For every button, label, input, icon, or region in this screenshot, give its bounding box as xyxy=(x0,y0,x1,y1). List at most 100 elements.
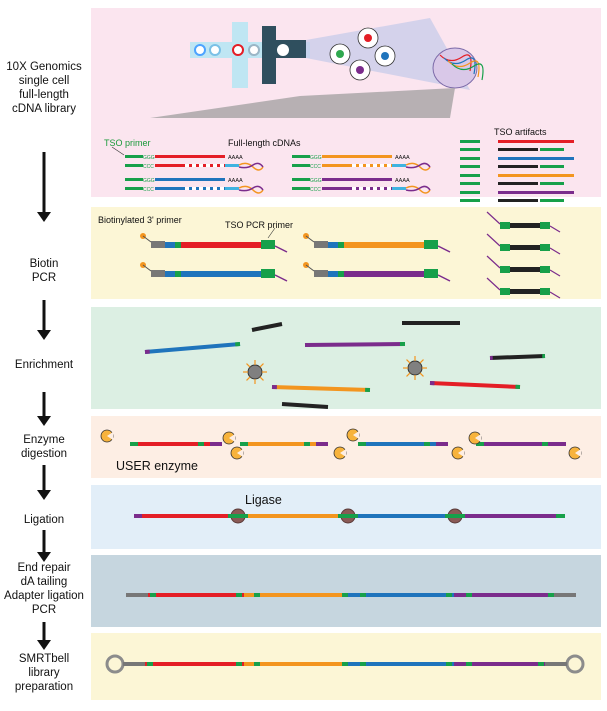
cell-nucleus xyxy=(364,34,372,42)
artifact-tso xyxy=(460,140,480,143)
adapter-end xyxy=(126,593,148,597)
step-label-enzyme-digestion: Enzyme digestion xyxy=(0,433,88,461)
fragment-end xyxy=(134,514,142,518)
strand-gap xyxy=(380,164,384,167)
ligated-fragment xyxy=(140,514,236,518)
adapter-end xyxy=(554,593,576,597)
polya-text: AAAA xyxy=(228,155,243,161)
strand-gap xyxy=(213,164,217,167)
polya-text: AAAA xyxy=(395,178,410,184)
artifact-tso xyxy=(540,165,564,168)
adapter-end xyxy=(545,662,567,666)
adapter-end xyxy=(123,662,145,666)
artifact-black xyxy=(510,245,540,250)
tso-block xyxy=(261,269,275,278)
strand-gap xyxy=(352,164,356,167)
strand-gap xyxy=(185,164,189,167)
panel-background xyxy=(91,555,601,627)
biotin-primer xyxy=(314,270,328,277)
junction-adapter xyxy=(445,514,465,518)
umi-block xyxy=(175,242,181,248)
ligase-label: Ligase xyxy=(245,493,282,507)
artifact-tso xyxy=(540,244,550,251)
artifact-tso xyxy=(540,288,550,295)
junction-adapter xyxy=(338,514,358,518)
artifact-tso xyxy=(460,174,480,177)
user-enzyme-label: USER enzyme xyxy=(116,459,198,473)
ggg-text: GGG xyxy=(143,155,155,161)
junction-marker xyxy=(360,662,366,666)
biotin-primer xyxy=(151,270,165,277)
junction-marker xyxy=(236,593,242,597)
artifact-tso xyxy=(500,288,510,295)
artifact-tso xyxy=(460,157,480,160)
strand-gap xyxy=(387,187,391,190)
artifact-tso xyxy=(460,165,480,168)
artifact-tso xyxy=(540,222,550,229)
fragment-end xyxy=(304,442,310,446)
strand-gap xyxy=(366,164,370,167)
ggg-text: GGG xyxy=(310,155,322,161)
tso-artifacts-label: TSO artifacts xyxy=(494,127,547,137)
cdna-insert xyxy=(322,155,392,158)
tso-complement xyxy=(125,187,143,190)
biotinylated-primer-label: Biotinylated 3' primer xyxy=(98,215,182,225)
strand-gap xyxy=(192,164,196,167)
fragment-end xyxy=(210,442,222,446)
artifact-black xyxy=(498,165,538,168)
strand-gap xyxy=(185,187,189,190)
channel-dark xyxy=(262,26,276,84)
cell-nucleus xyxy=(356,66,364,74)
fragment-end xyxy=(130,442,138,446)
tso-segment xyxy=(292,155,310,158)
junction-marker xyxy=(446,593,452,597)
junction-marker xyxy=(548,593,554,597)
junction-marker xyxy=(466,593,472,597)
bead-droplet xyxy=(278,45,288,55)
bead-droplet xyxy=(210,45,220,55)
ccc-text: CCC xyxy=(143,187,154,193)
junction-adapter xyxy=(228,514,248,518)
artifact-black xyxy=(510,289,540,294)
strand-gap xyxy=(387,164,391,167)
artifact-black xyxy=(498,148,538,151)
artifact-tso xyxy=(540,148,564,151)
junction-marker xyxy=(254,662,260,666)
tso-block xyxy=(424,269,438,278)
strand-gap xyxy=(359,164,363,167)
artifact-black xyxy=(510,267,540,272)
strand-gap xyxy=(366,187,370,190)
umi-block xyxy=(175,271,181,277)
ggg-text: GGG xyxy=(310,178,322,184)
junction-marker xyxy=(360,593,366,597)
digested-fragment xyxy=(240,442,328,446)
step-label-biotin-pcr: Biotin PCR xyxy=(0,257,88,285)
fragment-end xyxy=(316,442,328,446)
polya-text: AAAA xyxy=(395,155,410,161)
strand-gap xyxy=(213,187,217,190)
polyt-segment xyxy=(392,164,406,167)
strand-gap xyxy=(380,187,384,190)
ccc-text: CCC xyxy=(310,164,321,170)
pcr-insert xyxy=(344,242,424,248)
artifact-insert xyxy=(498,174,574,177)
strand-gap xyxy=(206,187,210,190)
polyt-segment xyxy=(225,187,239,190)
artifact-insert xyxy=(498,140,574,143)
cdna-insert xyxy=(322,178,392,181)
artifact-tso xyxy=(460,182,480,185)
artifact-tso xyxy=(460,199,480,202)
barcode-block xyxy=(165,242,175,248)
fragment-end xyxy=(198,442,204,446)
streptavidin-bead xyxy=(248,365,262,379)
fragment-insert xyxy=(490,356,545,358)
junction-marker xyxy=(538,662,544,666)
cell-nucleus xyxy=(336,50,344,58)
fragment-insert xyxy=(305,344,405,345)
polyt-segment xyxy=(392,187,406,190)
down-arrow-head xyxy=(37,490,51,500)
step-label-library: 10X Genomics single cell full-length cDN… xyxy=(0,60,88,116)
tso-primer-label: TSO primer xyxy=(104,138,151,148)
junction-marker xyxy=(147,662,153,666)
artifact-tso xyxy=(460,191,480,194)
